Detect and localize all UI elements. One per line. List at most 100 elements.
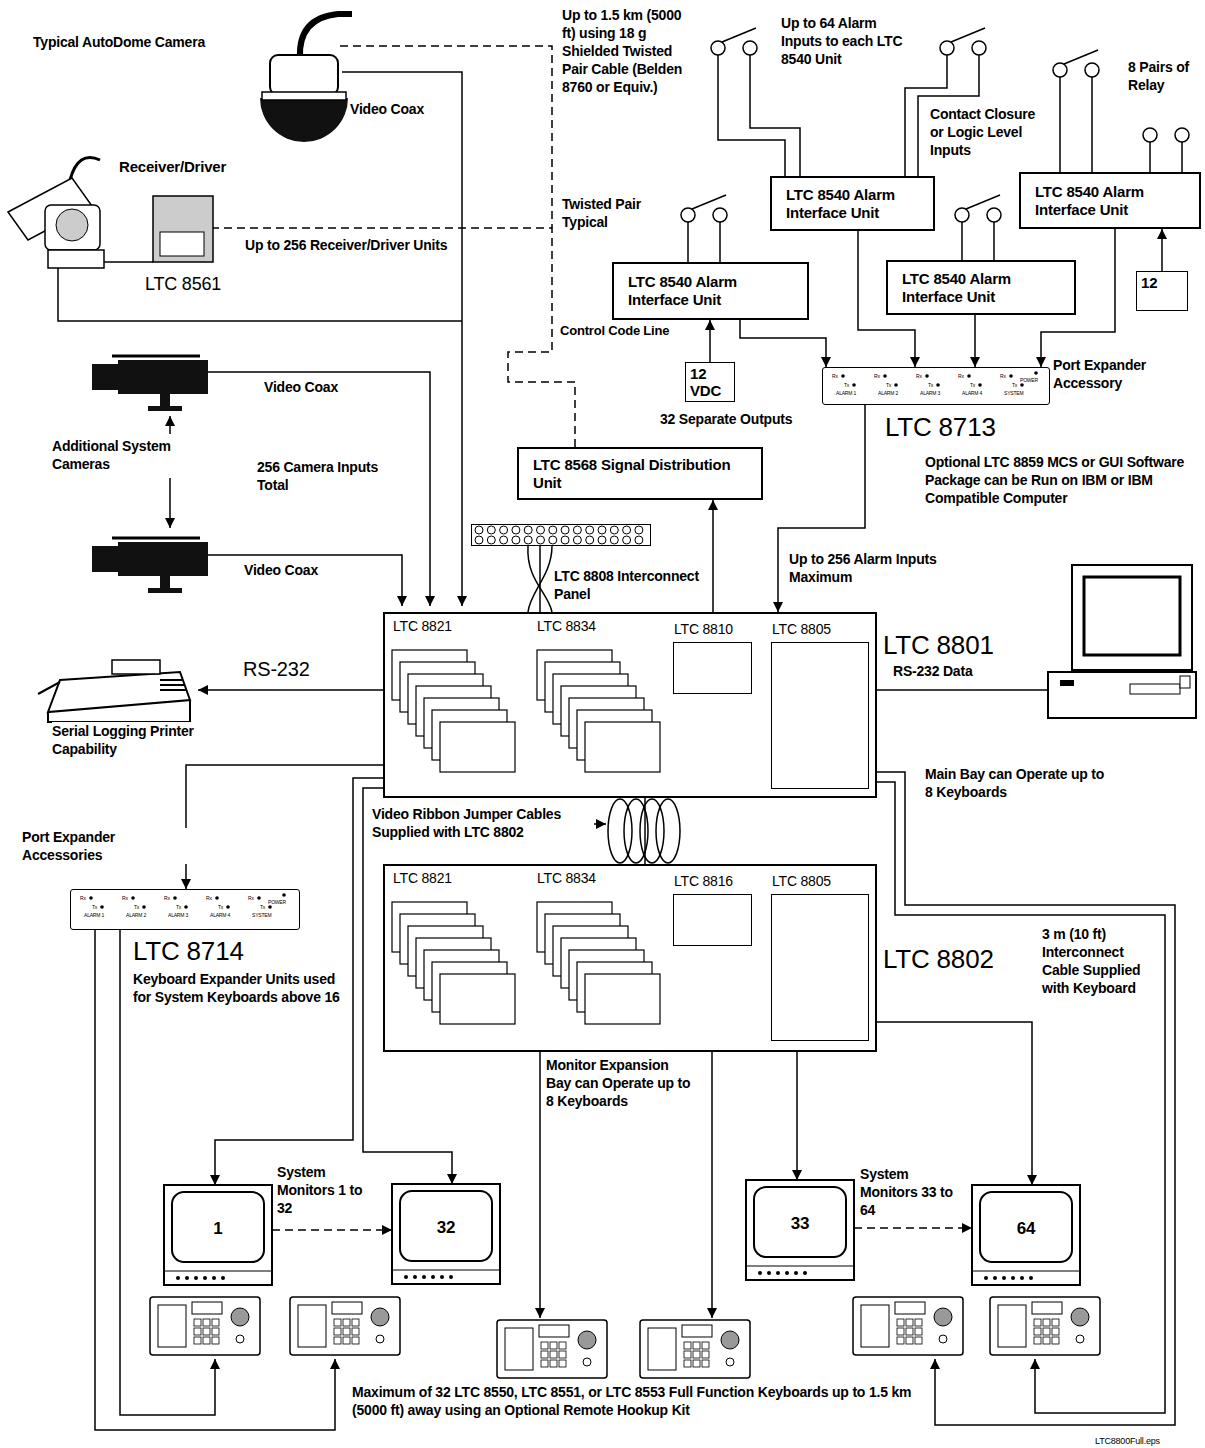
- monitor-drawing: [984, 1276, 988, 1280]
- keyboard: [693, 1351, 700, 1358]
- node-label: 32: [392, 1218, 500, 1238]
- wire: [1181, 142, 1183, 172]
- keyboard: [906, 1328, 913, 1335]
- node-label: LTC 8540 Alarm Interface Unit: [1035, 183, 1171, 219]
- wire: [58, 268, 462, 321]
- rack-unit: LTC 8540 Alarm Interface Unit: [886, 260, 1076, 315]
- connector: [796, 1052, 798, 1180]
- node-label: Keyboard Expander Units used for System …: [133, 970, 348, 1006]
- computer: [1084, 577, 1180, 655]
- keyboard: [539, 1325, 569, 1337]
- annotation: Twisted Pair Typical: [562, 195, 662, 231]
- annotation: ALARM 2: [126, 912, 146, 918]
- monitor-drawing: [776, 1271, 780, 1275]
- dome-camera: [270, 55, 338, 95]
- node-label: LTC 8540 Alarm Interface Unit: [628, 273, 779, 309]
- wire: [342, 72, 462, 606]
- module-card: LTC 8805: [771, 642, 869, 789]
- dome-camera: [262, 92, 346, 100]
- ribbon-cable: [640, 799, 664, 863]
- node-label: 64: [972, 1219, 1080, 1239]
- alarm-switch: [972, 41, 986, 55]
- node-label: LTC 8801: [883, 630, 994, 661]
- monitor-drawing: [794, 1271, 798, 1275]
- monitor-drawing: [1029, 1276, 1033, 1280]
- wire: [877, 689, 1048, 691]
- keyboard: [550, 1351, 557, 1358]
- wire: [719, 222, 721, 262]
- keyboard: [1043, 1319, 1050, 1326]
- monitor-drawing: [758, 1271, 762, 1275]
- keyboard: [371, 1308, 389, 1326]
- card-group: LTC 8821: [393, 870, 538, 1046]
- annotation: Tx: [886, 382, 891, 388]
- keyboard: [194, 1328, 201, 1335]
- annotation: ALARM 4: [210, 912, 230, 918]
- annotation: System Monitors 1 to 32: [277, 1163, 377, 1217]
- box-camera: [160, 576, 170, 590]
- box-camera: [112, 537, 200, 540]
- connector: [709, 320, 711, 362]
- panel-connector: [610, 536, 618, 544]
- node-label: 1: [164, 1219, 272, 1239]
- panel-connector: [610, 526, 618, 534]
- monitor-drawing: [1011, 1276, 1015, 1280]
- rack-unit: LTC 8568 Signal Distribution Unit: [517, 447, 763, 500]
- panel-connector: [487, 536, 495, 544]
- keyboard: [203, 1319, 210, 1326]
- led: [89, 896, 93, 900]
- keyboard: [497, 1320, 607, 1378]
- keyboard: [998, 1305, 1026, 1347]
- circuit-card: [440, 722, 515, 772]
- annotation: Tx: [92, 904, 97, 910]
- keyboard: [343, 1328, 350, 1335]
- annotation: 8 Pairs of Relay: [1128, 58, 1205, 94]
- keyboard: [150, 1297, 260, 1355]
- box-camera: [118, 360, 208, 394]
- keyboard: [693, 1360, 700, 1367]
- monitor-drawing: [392, 1184, 500, 1284]
- panel-connector: [623, 536, 631, 544]
- panel-connector: [549, 526, 557, 534]
- alarm-switch: [711, 41, 725, 55]
- keyboard: [1043, 1337, 1050, 1344]
- keyboard: [290, 1297, 400, 1355]
- printer: [112, 660, 160, 674]
- computer: [1130, 684, 1180, 694]
- power-box: 12: [1136, 271, 1188, 311]
- ribbon-cable: [656, 799, 680, 863]
- monitor-drawing: [993, 1276, 997, 1280]
- annotation: Rx: [206, 895, 212, 901]
- led: [257, 896, 261, 900]
- wire: [993, 222, 995, 260]
- monitor-drawing: [440, 1275, 444, 1279]
- keyboard: [702, 1360, 709, 1367]
- annotation: Port Expander Accessories: [22, 828, 197, 864]
- monitor: 33: [746, 1180, 854, 1280]
- keyboard: [192, 1302, 222, 1314]
- connector: [644, 798, 646, 864]
- led: [894, 383, 898, 387]
- pan-tilt-camera: [70, 158, 100, 181]
- node-label: LTC 8568 Signal Distribution Unit: [533, 456, 733, 492]
- monitor-drawing: [785, 1271, 789, 1275]
- monitor-drawing: [422, 1275, 426, 1279]
- pan-tilt-camera: [48, 250, 104, 268]
- keyboard: [352, 1319, 359, 1326]
- annotation: Video Ribbon Jumper Cables Supplied with…: [372, 805, 594, 841]
- connector: [213, 228, 575, 447]
- monitor-drawing: [972, 1271, 1080, 1272]
- alarm-switch: [1053, 63, 1067, 77]
- keyboard: [236, 1335, 244, 1343]
- keyboard: [298, 1305, 326, 1347]
- keyboard: [343, 1337, 350, 1344]
- annotation: Video Coax: [244, 561, 318, 579]
- box-camera: [148, 406, 182, 411]
- node-label: LTC 8802: [883, 944, 994, 975]
- annotation: ALARM 3: [168, 912, 188, 918]
- equipment-bay: LTC 8802LTC 8821LTC 8834LTC 8816LTC 8805: [383, 864, 877, 1052]
- annotation: Rx: [916, 373, 922, 379]
- monitor-drawing: [746, 1180, 854, 1280]
- keyboard: [990, 1297, 1100, 1355]
- wire: [1149, 142, 1151, 172]
